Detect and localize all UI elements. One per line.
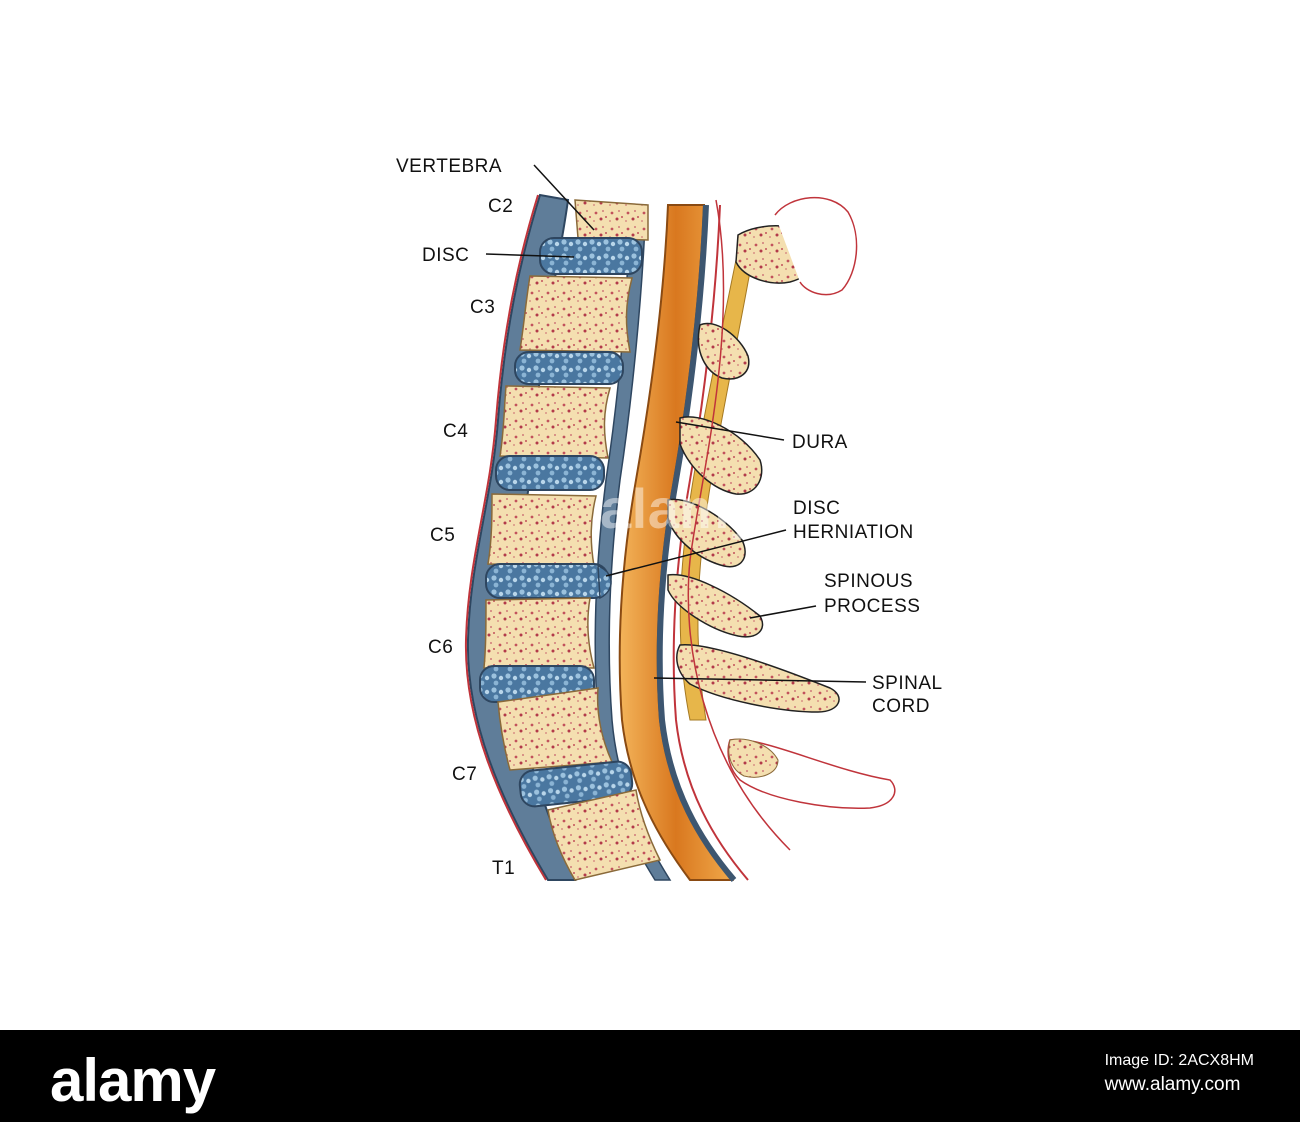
vertebral-bodies xyxy=(479,199,662,881)
label-c2: C2 xyxy=(488,196,513,217)
disc-herniation-bulge xyxy=(597,564,612,600)
leader-spinal-cord xyxy=(653,677,867,683)
label-disc: DISC xyxy=(422,245,469,266)
spinous-process-t1-bone xyxy=(728,738,779,778)
spinous-processes xyxy=(667,197,896,810)
cervical-spine-diagram: alamy VERTEBRA C2 DISC C3 C4 C5 C6 C7 T1… xyxy=(396,156,943,882)
vertebra-t1 xyxy=(547,789,662,881)
occipital-outline xyxy=(774,197,858,296)
vertebra-c7 xyxy=(497,687,614,771)
posterior-red-vessel xyxy=(687,199,791,851)
posterior-ligament xyxy=(594,204,672,881)
spinous-process-c4 xyxy=(679,416,763,495)
footer-meta: Image ID: 2ACX8HM www.alamy.com xyxy=(1105,1052,1254,1096)
label-spinal-cord-2: CORD xyxy=(872,696,930,717)
website-link[interactable]: www.alamy.com xyxy=(1104,1074,1241,1095)
label-spinous-process-1: SPINOUS xyxy=(824,571,913,592)
leader-spinous-process xyxy=(749,605,817,619)
disc-c4-c5 xyxy=(495,455,605,491)
vertebra-c5 xyxy=(487,493,597,567)
label-spinal-cord-1: SPINAL xyxy=(872,673,943,694)
vertebra-c6 xyxy=(483,597,595,669)
leader-disc xyxy=(485,253,575,258)
label-spinous-process-2: PROCESS xyxy=(824,596,920,617)
label-vertebra: VERTEBRA xyxy=(396,156,502,177)
watermark-text: alamy xyxy=(600,477,761,540)
label-dura: DURA xyxy=(792,432,848,453)
label-t1: T1 xyxy=(492,858,515,879)
spinous-process-c7 xyxy=(676,644,840,713)
label-disc-herniation-2: HERNIATION xyxy=(793,522,914,543)
leader-disc-herniation xyxy=(605,529,787,577)
label-disc-herniation-1: DISC xyxy=(793,498,840,519)
leader-lines xyxy=(485,164,867,683)
dura-layer xyxy=(656,204,737,882)
spinous-process-c3 xyxy=(697,322,750,380)
disc-c3-c4 xyxy=(514,351,624,385)
vertebra-c2 xyxy=(574,199,649,241)
disc-c7-t1 xyxy=(518,760,634,808)
label-c6: C6 xyxy=(428,637,453,658)
image-id-text: Image ID: 2ACX8HM xyxy=(1104,1052,1254,1069)
disc-c5-c6 xyxy=(485,563,609,599)
label-c3: C3 xyxy=(470,297,495,318)
spinous-process-c5 xyxy=(667,498,746,568)
leader-vertebra xyxy=(533,164,595,231)
vertebra-c4 xyxy=(499,385,611,459)
leader-dura xyxy=(675,421,785,441)
footer-bar: alamy Image ID: 2ACX8HM www.alamy.com xyxy=(0,1030,1300,1122)
brand-logo: alamy xyxy=(50,1047,216,1114)
label-c5: C5 xyxy=(430,525,455,546)
label-c7: C7 xyxy=(452,764,477,785)
anterior-red-vessel xyxy=(464,194,547,881)
label-c4: C4 xyxy=(443,421,468,442)
vertebra-c3 xyxy=(519,275,633,353)
